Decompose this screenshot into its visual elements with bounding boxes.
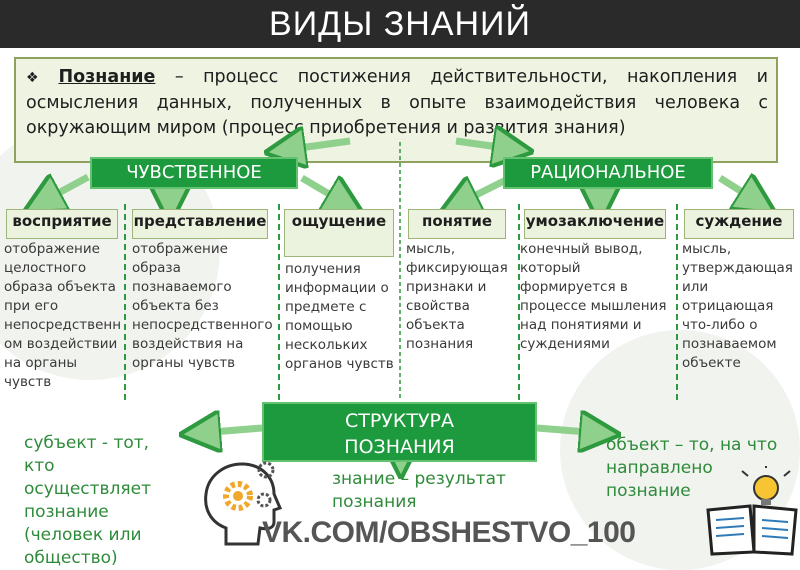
branch-rational: РАЦИОНАЛЬНОЕ — [503, 157, 713, 189]
form-judgment-desc: мысль, утверждающая или отрицающая что-л… — [682, 241, 793, 371]
form-representation: представление — [132, 209, 268, 239]
branch-sensory: ЧУВСТВЕННОЕ — [90, 157, 298, 189]
form-judgment: суждение — [684, 209, 794, 239]
definition-text: – процесс постижения действительности, н… — [26, 67, 768, 138]
knowledge-text: знание – результат познания — [332, 469, 506, 512]
form-sensation-desc: получения информации о предмете с помощь… — [285, 261, 394, 372]
form-inference: умозаключение — [524, 209, 666, 239]
head-gears-icon — [204, 461, 283, 546]
object-text: объект – то, на что направлено познание — [606, 435, 778, 501]
book-bulb-icon — [706, 466, 798, 556]
form-sensation: ощущение — [284, 209, 394, 257]
form-perception: восприятие — [6, 209, 118, 239]
separator — [278, 204, 280, 400]
definition-term: Познание — [58, 67, 156, 87]
separator — [518, 204, 520, 400]
separator — [124, 204, 126, 400]
page-title: ВИДЫ ЗНАНИЙ — [0, 0, 800, 48]
bullet-icon: ❖ — [26, 70, 53, 86]
separator — [676, 204, 678, 400]
subject-text: субъект - тот, кто осуществляет познание… — [24, 433, 152, 568]
form-perception-desc: отображение целостного образа объекта пр… — [4, 241, 122, 390]
form-concept-desc: мысль, фиксирующая признаки и свойства о… — [406, 241, 508, 352]
form-representation-desc: отображение образа познаваемого объекта … — [132, 241, 273, 371]
form-inference-desc: конечный вывод, который формируется в пр… — [520, 241, 667, 352]
structure-box: СТРУКТУРА ПОЗНАНИЯ — [262, 402, 537, 462]
definition-box: ❖ Познание – процесс постижения действите… — [14, 57, 778, 163]
brand-watermark: VK.COM/OBSHESTVO_100 — [262, 516, 636, 549]
form-concept: понятие — [408, 209, 506, 239]
